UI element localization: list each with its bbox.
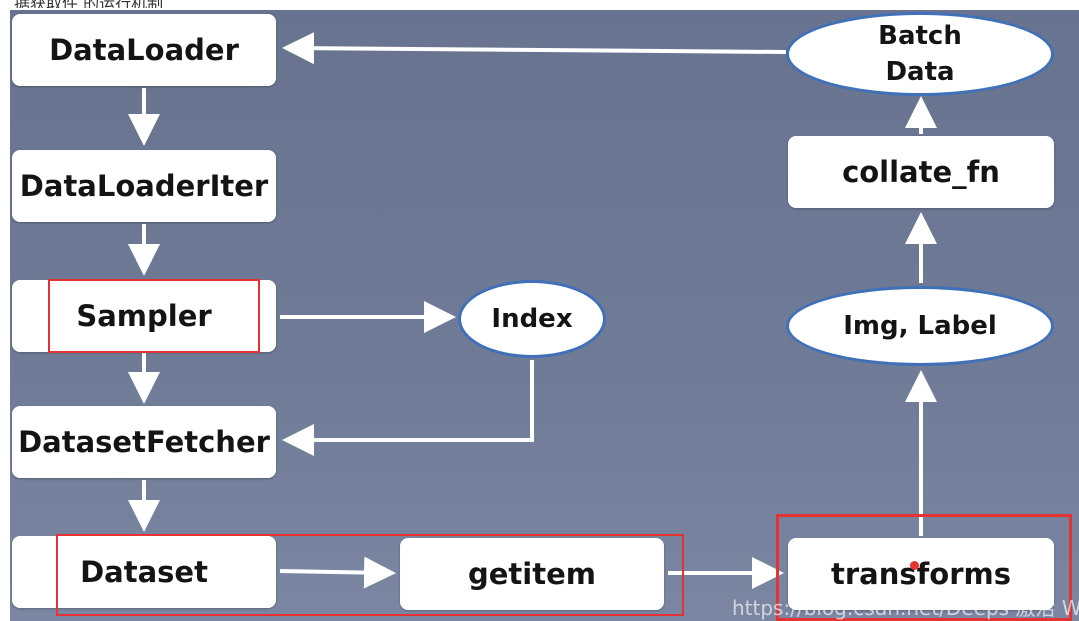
watermark-text: https://blog.csdn.net/Deeps 激活 W6 xyxy=(732,596,1079,620)
batch-data-line1: Batch xyxy=(878,21,962,51)
node-collate-fn: collate_fn xyxy=(788,136,1054,208)
highlight-transforms xyxy=(776,514,1072,621)
node-batch-data: Batch Data xyxy=(786,12,1054,96)
highlight-sampler xyxy=(48,279,260,353)
node-dataloaderiter: DataLoaderIter xyxy=(12,150,276,222)
node-datasetfetcher: DatasetFetcher xyxy=(12,406,276,478)
node-index: Index xyxy=(458,280,606,358)
arrow-index-to-fetcher xyxy=(282,360,534,456)
arrow-batch-to-dataloader xyxy=(282,32,787,65)
node-dataloader: DataLoader xyxy=(12,14,276,86)
cursor-dot xyxy=(910,561,919,570)
node-sampler: Sampler xyxy=(12,280,276,352)
highlight-dataset-getitem xyxy=(56,534,684,616)
node-getitem: getitem xyxy=(400,538,664,610)
arrow-dataset-to-getitem xyxy=(279,556,396,589)
node-transforms: transforms xyxy=(788,538,1054,610)
batch-data-line2: Data xyxy=(885,57,955,87)
top-caption: 据获取件 的运行机制 xyxy=(14,0,163,8)
node-img-label: Img, Label xyxy=(786,286,1054,366)
